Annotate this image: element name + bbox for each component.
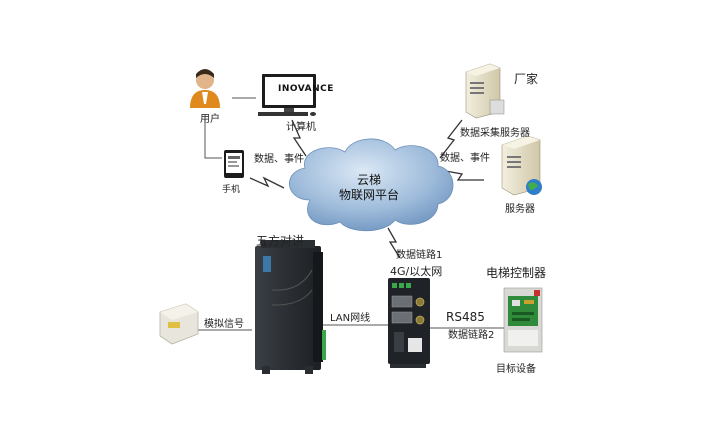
phone-label: 手机 (222, 185, 241, 195)
data-link-1-label: 数据链路1 (396, 250, 443, 261)
connection-lines (195, 97, 505, 331)
gateway-device-icon (388, 278, 430, 368)
vendor-label: 厂家 (514, 72, 539, 86)
analog-signal-label: 模拟信号 (204, 319, 244, 330)
phone-icon (224, 150, 244, 178)
intercom-label: 五方对讲 (256, 234, 305, 248)
server-icon (501, 135, 542, 196)
collection-server-icon (465, 63, 505, 119)
target-device-label: 目标设备 (496, 364, 536, 375)
lightning-phone-cloud (249, 176, 285, 189)
user-label: 用户 (200, 114, 220, 125)
computer-label: 计算机 (286, 122, 316, 133)
lightning-cloud-gateway (387, 227, 401, 259)
rs485-label: RS485 (446, 310, 485, 324)
lan-cable-label: LAN网线 (330, 313, 371, 324)
server-label: 服务器 (505, 204, 535, 215)
cloud-label-line2: 物联网平台 (338, 188, 399, 202)
cloud-label-line1: 云梯 (356, 173, 381, 187)
net-4g-label: 4G/以太网 (390, 265, 443, 278)
cloud-icon (288, 138, 454, 232)
lightning-collector-cloud (439, 119, 463, 159)
user-phone-line (204, 120, 222, 159)
data-event-right-label: 数据、事件 (440, 153, 490, 164)
data-event-left-label: 数据、事件 (254, 154, 304, 165)
sensor-icon (159, 303, 199, 345)
user-icon (190, 69, 220, 108)
computer-brand-label: INOVANCE (278, 84, 334, 94)
lightning-server-cloud (439, 169, 484, 181)
intercom-device-icon (255, 240, 326, 374)
computer-icon (258, 74, 316, 116)
elevator-controller-label: 电梯控制器 (486, 266, 547, 280)
wireless-links (249, 119, 484, 259)
lightning-computer-cloud (291, 119, 307, 157)
elevator-controller-icon (503, 287, 543, 353)
data-link-2-label: 数据链路2 (448, 330, 495, 341)
collection-server-label: 数据采集服务器 (460, 128, 530, 139)
